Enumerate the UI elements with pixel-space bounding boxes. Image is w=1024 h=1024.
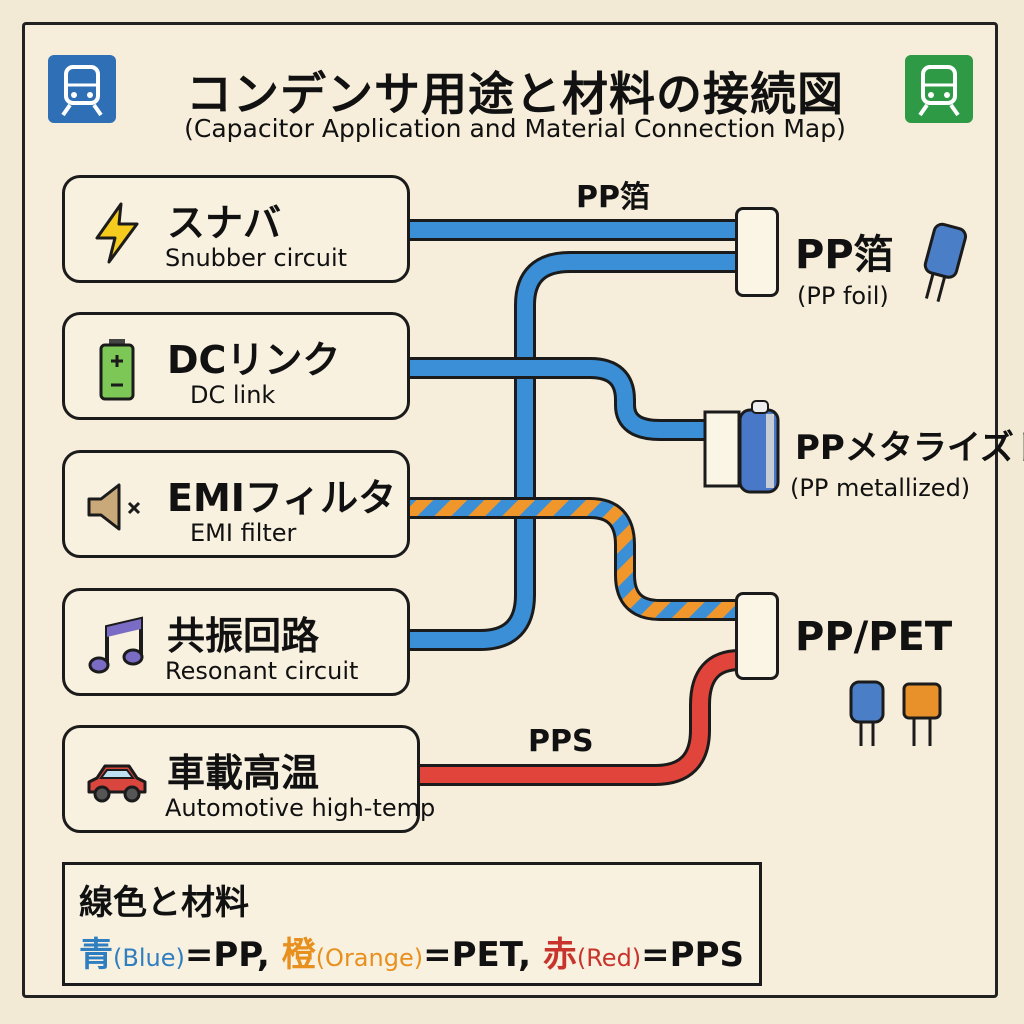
lightning-icon [95, 202, 139, 264]
legend-title: 線色と材料 [79, 883, 249, 923]
wire-label-pp-foil: PP箔 [576, 180, 650, 215]
app-box-snubber: スナバ Snubber circuit [62, 175, 410, 283]
legend-orange-en: (Orange) [315, 944, 424, 972]
wire-emi-pppet [410, 497, 735, 621]
material-pp-foil-sublabel: (PP foil) [797, 282, 889, 310]
legend: 線色と材料 青(Blue)=PP, 橙(Orange)=PET, 赤(Red)=… [62, 862, 762, 986]
app-label-jp: EMIフィルタ [167, 476, 397, 520]
legend-orange-kanji: 橙 [281, 935, 316, 975]
app-box-resonant: 共振回路 Resonant circuit [62, 588, 410, 696]
wire-label-pps: PPS [528, 724, 594, 759]
connector-pp-foil [735, 207, 779, 297]
speaker-mute-icon [87, 483, 141, 531]
app-label-jp: スナバ [167, 201, 282, 245]
capacitor-icons [849, 680, 942, 746]
train-icon [905, 55, 973, 123]
legend-red-en: (Red) [576, 944, 642, 972]
material-pp-metallized-label: PPメタライズド [795, 428, 1024, 468]
metallized-capacitor-icon [703, 400, 780, 494]
app-box-dc-link: DCリンク DC link [62, 312, 410, 420]
app-label-en: Automotive high-temp [165, 794, 436, 822]
app-label-en: EMI filter [190, 519, 297, 547]
page-title: コンデンサ用途と材料の接続図 [186, 67, 844, 121]
legend-red-kanji: 赤 [542, 935, 577, 975]
train-icon [48, 55, 116, 123]
app-label-jp: 車載高温 [167, 751, 320, 795]
battery-icon [99, 339, 135, 401]
app-box-automotive: 車載高温 Automotive high-temp [62, 725, 435, 833]
connector-pp-pet [735, 592, 779, 680]
app-label-en: Snubber circuit [165, 244, 348, 272]
app-label-jp: DCリンク [167, 338, 341, 382]
capacitor-icon [923, 222, 968, 302]
app-label-jp: 共振回路 [167, 614, 320, 658]
legend-blue-eq: =PP, [184, 935, 270, 975]
music-note-icon [88, 616, 144, 674]
legend-blue-en: (Blue) [113, 944, 185, 972]
wire-dclink-pp [410, 357, 712, 441]
car-icon [87, 764, 147, 803]
legend-red-eq: =PPS [641, 935, 744, 975]
page-subtitle: (Capacitor Application and Material Conn… [184, 114, 846, 143]
app-label-en: Resonant circuit [165, 657, 359, 685]
wire-resonant-pp [410, 251, 735, 651]
app-box-emi-filter: EMIフィルタ EMI filter [62, 450, 410, 558]
legend-blue-kanji: 青 [79, 935, 113, 975]
material-pp-foil-label: PP箔 [795, 232, 894, 278]
legend-orange-eq: =PET, [423, 935, 531, 975]
material-pp-pet-label: PP/PET [795, 614, 953, 660]
app-label-en: DC link [190, 381, 276, 409]
material-pp-metallized-sublabel: (PP metallized) [790, 474, 971, 502]
legend-row: 青(Blue)=PP, 橙(Orange)=PET, 赤(Red)=PPS [79, 927, 744, 976]
